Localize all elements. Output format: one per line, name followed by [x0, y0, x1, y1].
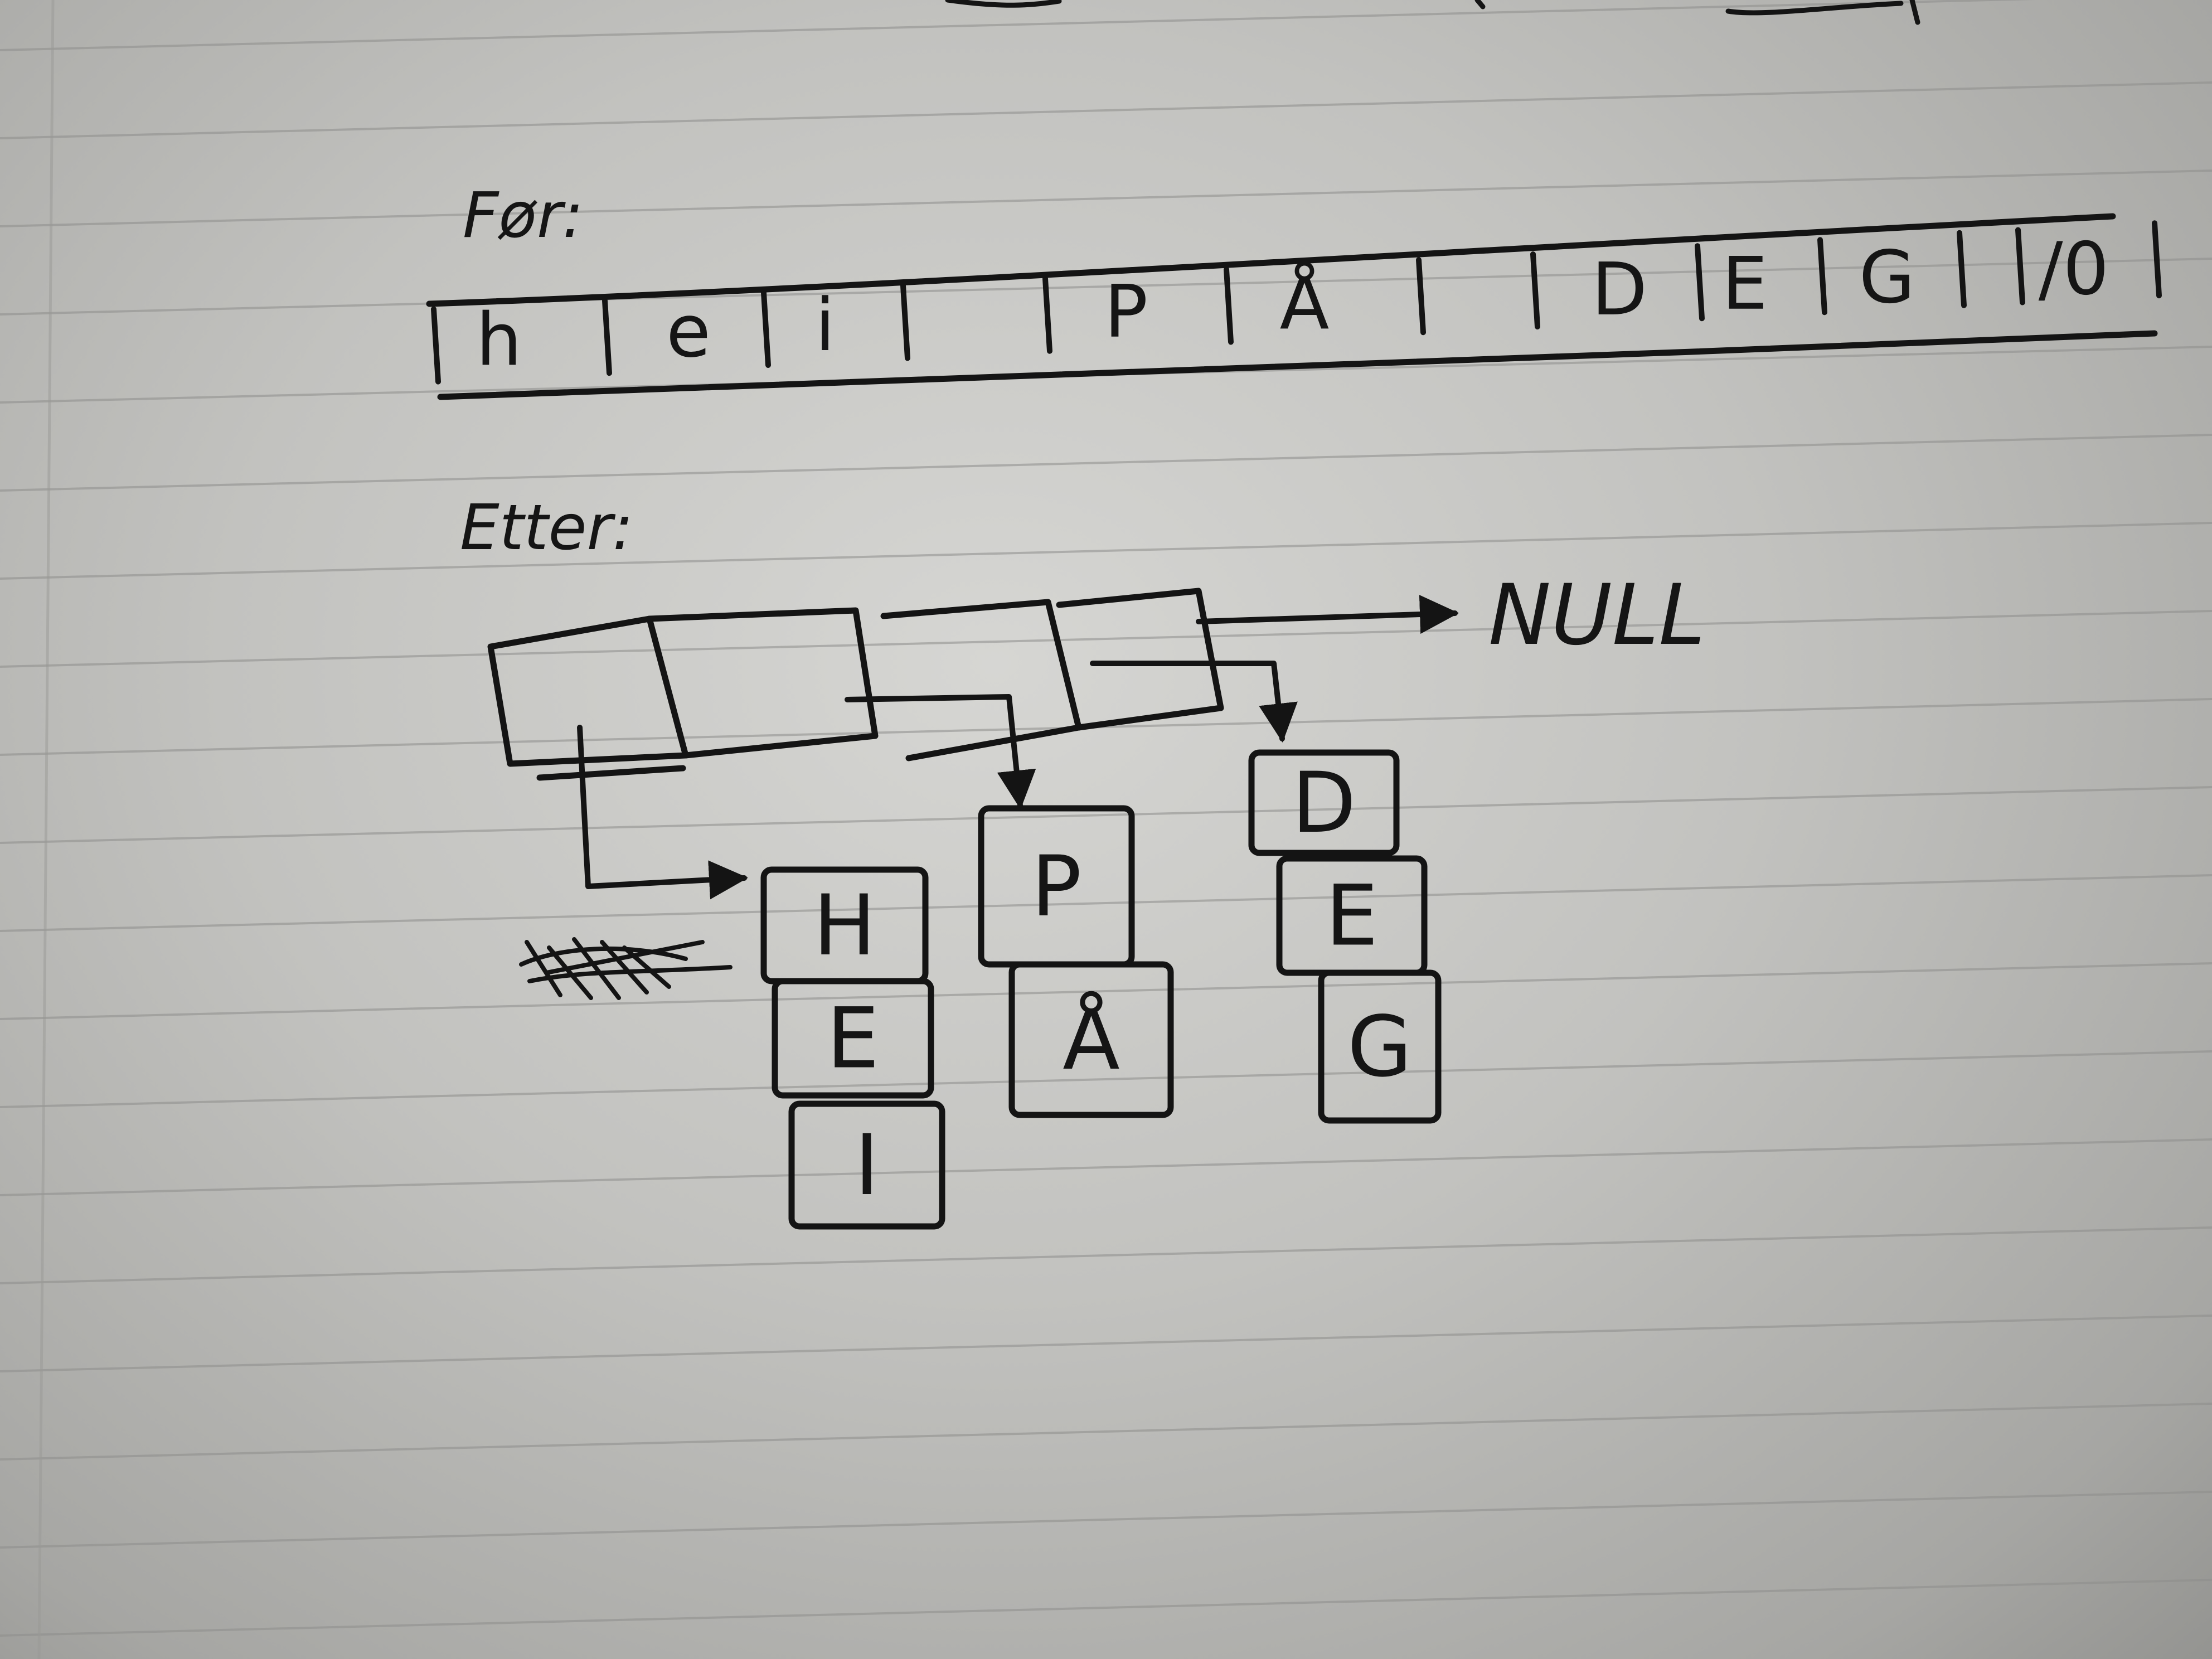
word-1-stack: HEI: [760, 866, 945, 1230]
node-letter: G: [1347, 999, 1412, 1096]
ruled-line: [0, 522, 2212, 580]
ruled-line: [0, 1491, 2212, 1549]
node-letter: I: [855, 1117, 879, 1214]
pointer-list: [487, 588, 1224, 781]
node-letter: D: [1292, 755, 1356, 852]
array-cell-char: Å: [1280, 261, 1330, 346]
before-array-top-border: [426, 213, 2116, 307]
ruled-line: [0, 1314, 2212, 1372]
array-separator: [761, 290, 771, 368]
word-2-stack: PÅ: [978, 805, 1174, 1118]
ruled-line: [0, 962, 2212, 1020]
crossed-out-scribble: [519, 937, 733, 1000]
array-cell-char: P: [1104, 269, 1148, 354]
array-separator: [2015, 227, 2025, 305]
ruled-line: [0, 1403, 2212, 1461]
ruled-line: [0, 1138, 2212, 1196]
arrow-to-word-1: [577, 725, 748, 900]
ruled-line: [0, 610, 2212, 668]
array-separator: [1416, 257, 1426, 336]
node-box: [1248, 749, 1400, 856]
array-cell-char: i: [815, 283, 835, 367]
array-separator: [431, 306, 441, 385]
ruled-line: [0, 81, 2212, 139]
node-letter: E: [827, 991, 880, 1088]
ruled-line: [0, 258, 2212, 316]
margin-line: [37, 0, 55, 1659]
node-box: [1008, 961, 1174, 1118]
node-letter: H: [813, 877, 876, 974]
array-cell-char: e: [666, 289, 711, 373]
list-node-2: [646, 607, 879, 759]
array-cell-char: h: [476, 297, 522, 382]
word-3-stack: DEG: [1248, 749, 1442, 1124]
ruled-line: [0, 0, 2035, 51]
top-edge-scribbles: [945, 0, 1920, 25]
node-box: [788, 1100, 945, 1230]
array-separator: [900, 283, 910, 361]
arrow-to-null: [1196, 595, 1459, 634]
ruled-line: [0, 169, 2212, 227]
before-separators: [431, 220, 2162, 385]
arrow-to-word-3: [1090, 661, 1298, 743]
arrow-to-word-2: [845, 694, 1036, 809]
array-cell-char: E: [1722, 241, 1768, 326]
node-box: [772, 978, 934, 1099]
node-letter: P: [1031, 838, 1081, 935]
ruled-line: [0, 434, 2212, 492]
ruled-line: [0, 874, 2212, 932]
null-label: NULL: [1488, 567, 1705, 664]
list-node-3: [880, 599, 1082, 761]
array-cell-char: G: [1859, 235, 1915, 319]
array-separator: [1695, 243, 1705, 322]
array-separator: [602, 298, 612, 376]
ruled-line: [0, 1226, 2212, 1284]
ruled-line: [0, 1579, 2212, 1637]
array-separator: [1817, 237, 1827, 316]
array-separator: [2152, 220, 2162, 299]
node-letter: Å: [1063, 991, 1120, 1089]
array-separator: [1042, 275, 1052, 354]
ruled-line: [0, 1050, 2212, 1108]
pointer-arrows: [577, 595, 1459, 900]
array-cell-char: /0: [2039, 226, 2109, 311]
ruled-line: [0, 786, 2212, 844]
array-separator: [1957, 230, 1967, 308]
array-separator: [1224, 266, 1234, 345]
before-label: Før:: [463, 180, 584, 252]
ruled-line: [0, 698, 2212, 756]
array-separator: [1530, 251, 1540, 329]
before-array-bottom-border: [437, 330, 2158, 400]
before-array: [426, 213, 2158, 400]
list-node-4: [1056, 588, 1224, 731]
node-box: [1318, 969, 1442, 1124]
after-label: Etter:: [460, 492, 633, 564]
array-cell-char: D: [1592, 247, 1647, 332]
node-letter: E: [1326, 868, 1379, 965]
